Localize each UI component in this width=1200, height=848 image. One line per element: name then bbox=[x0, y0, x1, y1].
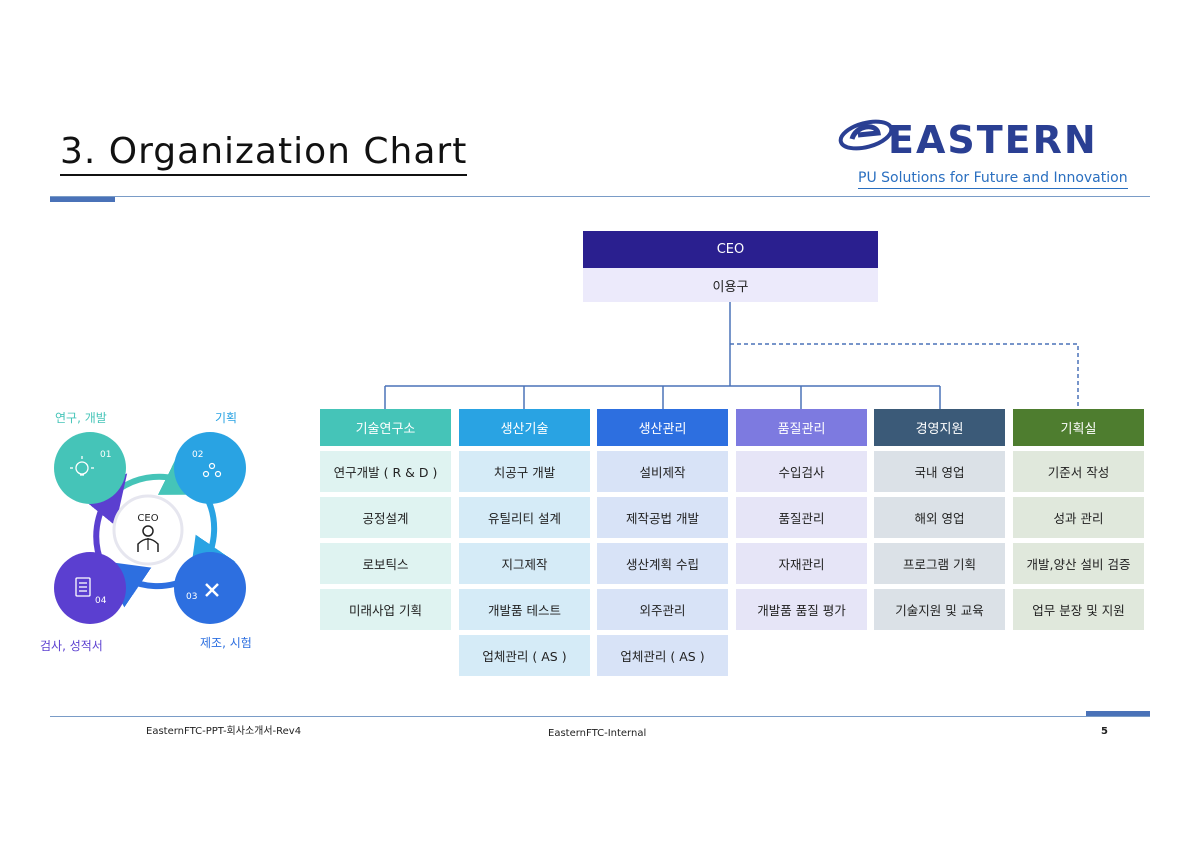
dept-rnd: 기술연구소 연구개발 ( R & D ) 공정설계 로보틱스 미래사업 기획 bbox=[320, 409, 451, 630]
dept-item: 업무 분장 및 지원 bbox=[1013, 589, 1144, 630]
dept-planning: 기획실 기준서 작성 성과 관리 개발,양산 설비 검증 업무 분장 및 지원 bbox=[1013, 409, 1144, 630]
dept-item: 기준서 작성 bbox=[1013, 451, 1144, 492]
cycle-center-label: CEO bbox=[137, 513, 159, 524]
dept-management-support: 경영지원 국내 영업 해외 영업 프로그램 기획 기술지원 및 교육 bbox=[874, 409, 1005, 630]
dept-item: 유틸리티 설계 bbox=[459, 497, 590, 538]
checklist-icon bbox=[75, 577, 91, 597]
header-divider-accent bbox=[50, 197, 115, 202]
dept-production-management: 생산관리 설비제작 제작공법 개발 생산계획 수립 외주관리 업체관리 ( AS… bbox=[597, 409, 728, 676]
cycle-label-inspection: 검사, 성적서 bbox=[40, 639, 103, 653]
dept-item: 개발품 테스트 bbox=[459, 589, 590, 630]
dept-item: 개발품 품질 평가 bbox=[736, 589, 867, 630]
dept-quality: 품질관리 수입검사 품질관리 자재관리 개발품 품질 평가 bbox=[736, 409, 867, 630]
dept-item: 설비제작 bbox=[597, 451, 728, 492]
dept-header: 기술연구소 bbox=[320, 409, 451, 446]
dept-item: 해외 영업 bbox=[874, 497, 1005, 538]
dept-item: 로보틱스 bbox=[320, 543, 451, 584]
footer-divider bbox=[50, 716, 1150, 717]
dept-header: 경영지원 bbox=[874, 409, 1005, 446]
dept-item: 연구개발 ( R & D ) bbox=[320, 451, 451, 492]
dept-item: 외주관리 bbox=[597, 589, 728, 630]
eastern-logo-icon bbox=[838, 119, 894, 151]
dept-header: 생산관리 bbox=[597, 409, 728, 446]
dept-item: 수입검사 bbox=[736, 451, 867, 492]
dept-item: 업체관리 ( AS ) bbox=[597, 635, 728, 676]
dept-item: 국내 영업 bbox=[874, 451, 1005, 492]
cycle-node-num: 03 bbox=[186, 592, 198, 602]
page-number: 5 bbox=[1101, 726, 1108, 737]
cycle-label-rnd: 연구, 개발 bbox=[55, 411, 107, 425]
cycle-node-num: 01 bbox=[100, 450, 112, 460]
footer-doc-name: EasternFTC-PPT-회사소개서-Rev4 bbox=[146, 726, 302, 737]
cycle-label-planning: 기획 bbox=[215, 411, 238, 425]
ceo-title: CEO bbox=[583, 231, 878, 268]
ceo-person-icon bbox=[137, 525, 159, 552]
page-title: 3. Organization Chart bbox=[60, 130, 468, 176]
dept-item: 업체관리 ( AS ) bbox=[459, 635, 590, 676]
dept-item: 공정설계 bbox=[320, 497, 451, 538]
lightbulb-icon bbox=[70, 456, 94, 476]
dept-item: 미래사업 기획 bbox=[320, 589, 451, 630]
cycle-node-num: 02 bbox=[192, 450, 204, 460]
dept-header: 기획실 bbox=[1013, 409, 1144, 446]
ceo-box: CEO 이용구 bbox=[583, 231, 878, 302]
dept-item: 생산계획 수립 bbox=[597, 543, 728, 584]
ceo-name: 이용구 bbox=[583, 268, 878, 302]
tools-icon bbox=[205, 583, 219, 597]
dept-item: 품질관리 bbox=[736, 497, 867, 538]
dept-item: 개발,양산 설비 검증 bbox=[1013, 543, 1144, 584]
cycle-diagram bbox=[54, 432, 246, 624]
logo-text: EASTERN bbox=[888, 118, 1098, 162]
header-divider bbox=[50, 196, 1150, 197]
dept-header: 품질관리 bbox=[736, 409, 867, 446]
dept-item: 프로그램 기획 bbox=[874, 543, 1005, 584]
dept-production-engineering: 생산기술 치공구 개발 유틸리티 설계 지그제작 개발품 테스트 업체관리 ( … bbox=[459, 409, 590, 676]
logo-tagline: PU Solutions for Future and Innovation bbox=[858, 169, 1128, 189]
footer-divider-accent bbox=[1086, 711, 1150, 716]
cycle-node-num: 04 bbox=[95, 596, 107, 606]
cycle-label-manufacturing: 제조, 시험 bbox=[200, 636, 252, 650]
dept-item: 지그제작 bbox=[459, 543, 590, 584]
dept-header: 생산기술 bbox=[459, 409, 590, 446]
dept-item: 자재관리 bbox=[736, 543, 867, 584]
team-icon bbox=[202, 462, 222, 478]
dept-item: 제작공법 개발 bbox=[597, 497, 728, 538]
dept-item: 기술지원 및 교육 bbox=[874, 589, 1005, 630]
dept-item: 성과 관리 bbox=[1013, 497, 1144, 538]
footer-classification: EasternFTC-Internal bbox=[548, 728, 647, 739]
dept-item: 치공구 개발 bbox=[459, 451, 590, 492]
